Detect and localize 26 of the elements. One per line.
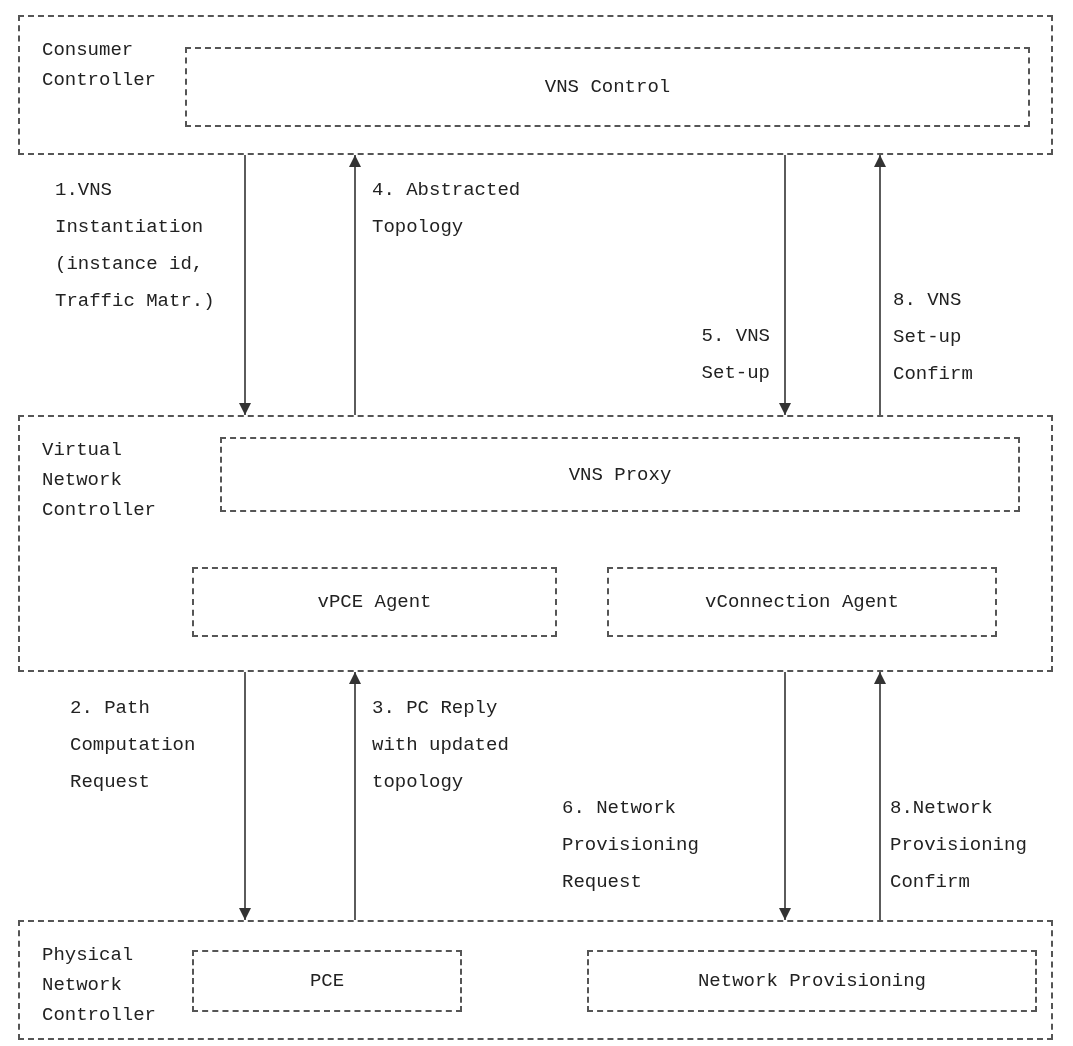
box-label: Consumer Controller: [42, 38, 158, 93]
controller-box: [18, 920, 1053, 1040]
component-box: [192, 950, 462, 1012]
controller-box: [18, 415, 1053, 672]
arrow: [349, 154, 361, 416]
box-label: Network Provisioning: [696, 969, 927, 994]
box-label: VNS Control: [543, 75, 672, 100]
arrow: [874, 671, 886, 921]
controller-box: [18, 15, 1053, 155]
arrow: [239, 671, 251, 921]
arrow: [349, 671, 361, 921]
arrow: [874, 154, 886, 416]
box-label: VNS Proxy: [567, 462, 673, 488]
component-box: [185, 47, 1030, 127]
component-box: [587, 950, 1037, 1012]
arrow: [779, 671, 791, 921]
box-label: PCE: [308, 969, 346, 994]
box-label: vPCE Agent: [316, 590, 433, 615]
component-box: [192, 567, 557, 637]
component-box: [220, 437, 1020, 512]
arrow: [239, 154, 251, 416]
box-label: Physical Network Controller: [42, 943, 158, 1028]
box-label: Virtual Network Controller: [42, 438, 158, 523]
box-label: vConnection Agent: [704, 590, 900, 615]
component-box: [607, 567, 997, 637]
arrow: [779, 154, 791, 416]
